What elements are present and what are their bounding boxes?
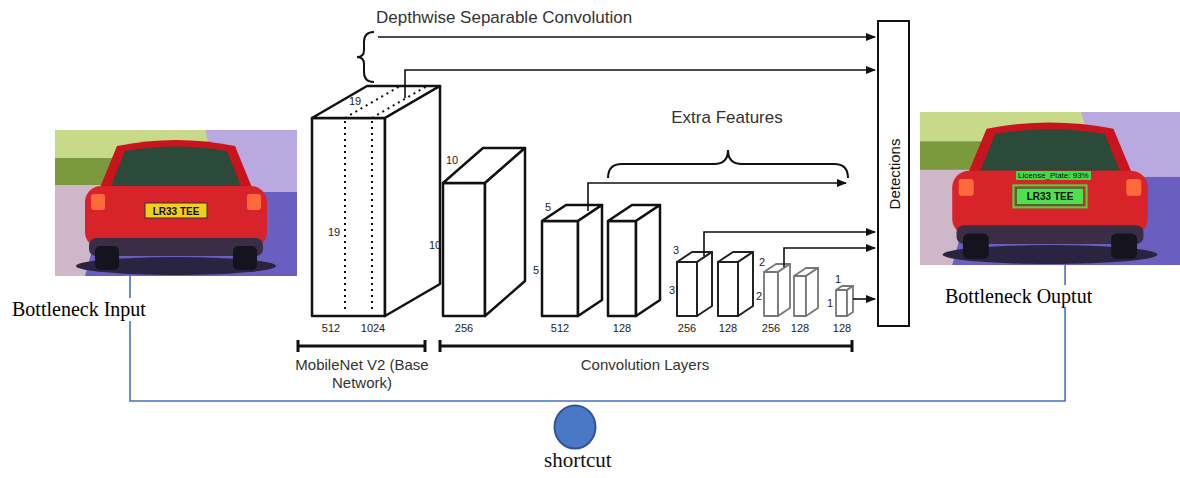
shortcut-line xyxy=(130,265,1065,401)
faint-cuboids xyxy=(764,264,853,316)
dimension-label: 5 xyxy=(545,201,551,213)
detection-box xyxy=(1013,185,1086,207)
caption-label: Depthwise Separable Convolution xyxy=(376,8,632,28)
output-photo-node: License_Plate: 93%LR33 TEEBottleneck Oup… xyxy=(920,112,1180,265)
cuboid-face xyxy=(677,262,697,316)
dimension-label: 1024 xyxy=(361,322,385,334)
range-bracket xyxy=(440,340,852,352)
cuboid-face xyxy=(542,221,578,316)
dotted-line xyxy=(372,86,427,118)
dotted-line xyxy=(345,86,400,118)
feature-arrow xyxy=(405,70,875,98)
caption-label: Convolution Layers xyxy=(581,356,709,374)
dimension-label: 512 xyxy=(551,322,569,334)
cuboid-face xyxy=(794,276,806,316)
cuboid-face xyxy=(738,252,753,316)
circle-outline xyxy=(553,404,597,450)
curly-brace xyxy=(608,150,848,178)
dotted-line xyxy=(344,121,346,313)
cuboid-face xyxy=(836,290,847,316)
dimension-label: 256 xyxy=(762,322,780,334)
dimension-label: 2 xyxy=(756,290,762,302)
caption-label: Extra Features xyxy=(671,108,783,128)
cuboid-face xyxy=(485,148,525,316)
cuboid-face xyxy=(443,183,485,316)
cuboid-face xyxy=(608,221,636,316)
dimension-label: 2 xyxy=(759,256,765,268)
input-photo xyxy=(55,130,297,276)
dimension-label: 1 xyxy=(827,297,833,309)
shortcut-label: shortcut xyxy=(544,448,612,473)
cuboid-face xyxy=(847,286,853,316)
dimension-label: 128 xyxy=(791,322,809,334)
cuboid-face xyxy=(385,86,440,316)
dimension-label: 128 xyxy=(719,322,737,334)
bottleneck-label: Bottleneck Input xyxy=(10,298,148,321)
cuboid-face xyxy=(718,262,738,316)
plate-text: LR33 TEE xyxy=(153,205,200,216)
bottleneck-label: Bottleneck Ouptut xyxy=(943,285,1094,308)
dimension-label: 256 xyxy=(678,322,696,334)
dimension-label: 128 xyxy=(833,322,851,334)
range-brackets xyxy=(298,340,852,352)
dimension-label: 1 xyxy=(835,273,841,285)
range-bracket xyxy=(298,340,425,352)
cuboid-face xyxy=(312,118,385,316)
dimension-label: 512 xyxy=(322,322,340,334)
feature-arrow xyxy=(704,232,875,256)
dimension-label: 256 xyxy=(455,322,473,334)
feature-arrow xyxy=(378,36,875,38)
shortcut-dot xyxy=(555,406,596,449)
feature-arrow xyxy=(588,183,846,211)
dimension-label: 128 xyxy=(613,322,631,334)
dimension-label: 19 xyxy=(349,95,361,107)
dimension-label: 3 xyxy=(673,244,679,256)
dimension-label: 10 xyxy=(446,154,458,166)
dotted-lines xyxy=(345,86,427,313)
small-cuboids xyxy=(677,252,753,316)
cuboid-face xyxy=(806,268,818,316)
dotted-line xyxy=(371,121,373,313)
car-photo xyxy=(920,112,1180,265)
output-photo xyxy=(920,112,1180,265)
cuboid-face xyxy=(578,205,602,316)
shortcut-circle: shortcut xyxy=(553,404,597,450)
feature-arrow xyxy=(784,248,875,267)
dimension-label: 5 xyxy=(533,264,539,276)
detection-label: License_Plate: 93% xyxy=(1016,171,1091,180)
dimension-label: 10 xyxy=(429,239,441,251)
cuboid-face xyxy=(778,264,790,316)
mobilenet-cuboid xyxy=(312,86,440,316)
detected-plate xyxy=(1017,189,1084,205)
curly-brace xyxy=(357,32,374,82)
conv-cuboids xyxy=(443,148,660,316)
caption-label: MobileNet V2 (Base Network) xyxy=(287,356,437,392)
cuboid-face xyxy=(697,252,712,316)
feature-arrow xyxy=(853,298,875,300)
input-photo-node: LR33 TEEBottleneck Input xyxy=(55,130,297,276)
detections-box: Detections xyxy=(877,20,910,327)
car-photo xyxy=(55,130,297,276)
cuboid-face xyxy=(636,205,660,316)
detections-label: Detections xyxy=(885,138,902,209)
dimension-label: 19 xyxy=(328,226,340,238)
dimension-label: 3 xyxy=(669,284,675,296)
cuboid-face xyxy=(764,272,778,316)
plate-text: LR33 TEE xyxy=(1027,191,1074,202)
feature-arrows xyxy=(378,37,875,299)
